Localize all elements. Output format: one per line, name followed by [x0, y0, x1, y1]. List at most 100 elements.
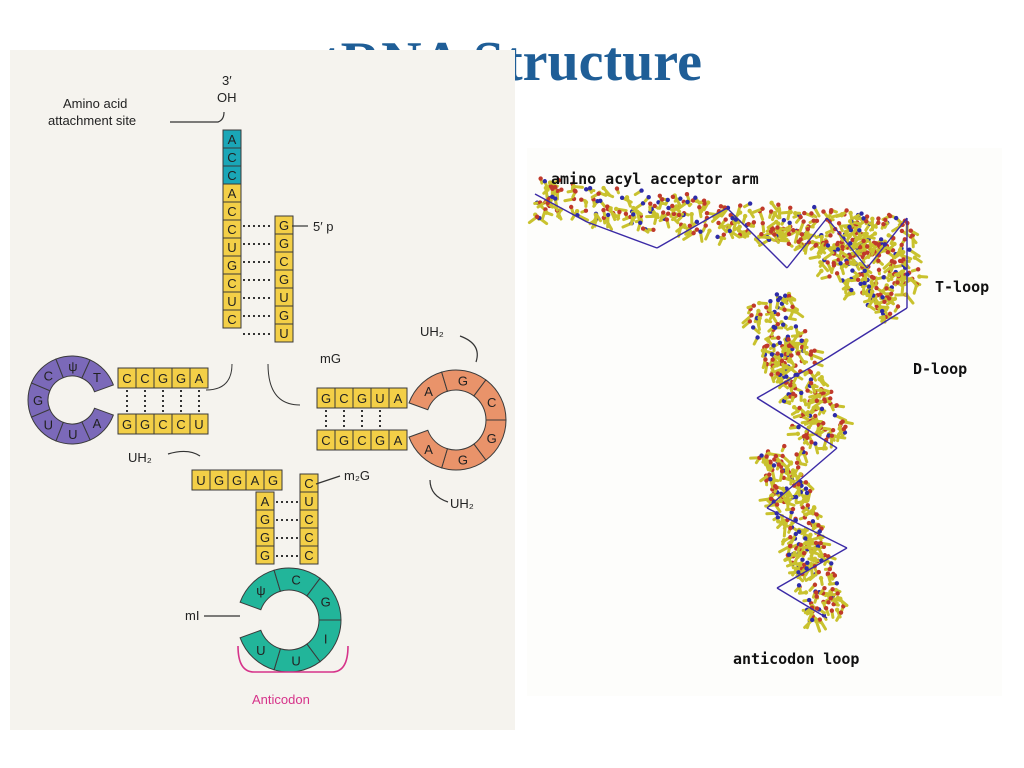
model-atom: [813, 242, 819, 248]
model-atom: [759, 231, 764, 237]
model-atom: [813, 413, 818, 419]
model-atom: [757, 300, 762, 306]
model-atom: [571, 184, 577, 189]
model-atom: [693, 195, 698, 200]
anticodon-stem-base-pairs: [276, 501, 298, 557]
model-atom: [593, 212, 599, 218]
t-loop-nucleotide-base: G: [458, 374, 468, 389]
model-atom: [912, 255, 918, 260]
model-atom: [784, 468, 790, 473]
model-atom: [886, 296, 892, 301]
model-atom: [828, 396, 833, 401]
model-atom: [864, 238, 870, 244]
model-atom: [862, 280, 867, 286]
acceptor-3prime-nucleotide-box: [222, 309, 242, 329]
d-loop-nucleotide-base: ψ: [68, 359, 77, 374]
model-atom: [772, 457, 777, 462]
model-atom: [640, 226, 646, 231]
model-atom: [768, 496, 774, 501]
model-atom: [873, 241, 879, 246]
model-atom: [749, 313, 754, 318]
model-atom: [847, 224, 852, 230]
model-atom: [707, 228, 712, 233]
model-atom: [579, 197, 584, 202]
model-atom: [796, 482, 801, 487]
model-atom: [805, 540, 810, 546]
anticodon-stem-left-nucleotide-base: G: [260, 530, 270, 545]
model-atom: [835, 242, 840, 247]
model-atom: [789, 353, 794, 358]
model-atom: [544, 210, 549, 215]
model-atom: [819, 268, 824, 274]
model-atom: [550, 186, 555, 192]
anticodon-stem-left-nucleotide-base: G: [260, 512, 270, 527]
model-backbone: [776, 547, 848, 589]
model-atom: [764, 454, 769, 459]
model-atom: [799, 232, 805, 237]
t-stem-bottom-nucleotide-box: [388, 429, 408, 451]
model-atom: [859, 211, 864, 216]
model-atom: [775, 225, 780, 230]
cloverleaf-svg: 3′ OH Amino acid attachment site ACCACCU…: [27, 73, 507, 707]
model-atom: [844, 260, 850, 266]
d-loop-nucleotide-base: G: [33, 393, 43, 408]
model-atom: [781, 538, 787, 543]
model-atom: [808, 380, 814, 386]
model-atom: [818, 387, 824, 393]
three-prime-label: 3′: [222, 73, 232, 88]
model-backbone: [766, 447, 838, 509]
model-atom: [798, 214, 803, 220]
model-atom: [890, 248, 896, 253]
model-atom: [727, 228, 732, 234]
model-atom: [809, 211, 814, 216]
m2g-line: [315, 475, 341, 485]
model-atom: [850, 291, 856, 296]
model-backbone: [726, 207, 788, 269]
model-atom: [828, 596, 833, 601]
model-atom: [786, 293, 792, 299]
model-atom: [902, 237, 908, 242]
model-atom: [556, 178, 562, 183]
acceptor-base-pairs: [243, 225, 273, 335]
model-atom: [794, 452, 799, 457]
model-atom: [756, 308, 761, 314]
model-atom: [805, 435, 810, 440]
model-atom: [758, 312, 763, 317]
model-atom: [775, 312, 781, 317]
model-atom: [833, 587, 839, 593]
model-atom: [768, 477, 773, 482]
model-atom: [836, 257, 841, 262]
anticodon-loop-nucleotide-base: ψ: [256, 583, 265, 598]
model-atom: [746, 221, 751, 227]
model-svg: amino acyl acceptor arm T-loop D-loop an…: [527, 170, 989, 668]
model-atom: [829, 608, 835, 613]
model-atom: [547, 180, 553, 185]
model-atom: [881, 221, 886, 227]
model-atom: [631, 205, 636, 211]
model-atom: [796, 570, 801, 575]
model-atom: [613, 206, 619, 212]
model-atom: [850, 251, 855, 257]
model-atom: [829, 433, 835, 438]
model-atom: [760, 220, 765, 226]
model-atom: [779, 301, 785, 306]
variable-nucleotide-base: G: [268, 473, 278, 488]
model-atom: [718, 204, 724, 209]
t-stem-bottom-nucleotide-base: G: [375, 433, 385, 448]
t-stem-top-nucleotide-base: A: [394, 391, 403, 406]
model-atom: [827, 566, 832, 572]
model-atom: [840, 419, 845, 424]
model-atom: [737, 224, 742, 229]
model-atom: [796, 239, 801, 244]
d-stem-top-nucleotide-base: A: [195, 371, 204, 386]
model-atom: [764, 318, 769, 323]
model-atom: [899, 228, 905, 234]
model-atom: [847, 219, 853, 224]
model-atom: [568, 204, 574, 210]
model-atom: [801, 219, 806, 224]
model-atom: [751, 220, 757, 225]
model-atom: [788, 535, 793, 540]
